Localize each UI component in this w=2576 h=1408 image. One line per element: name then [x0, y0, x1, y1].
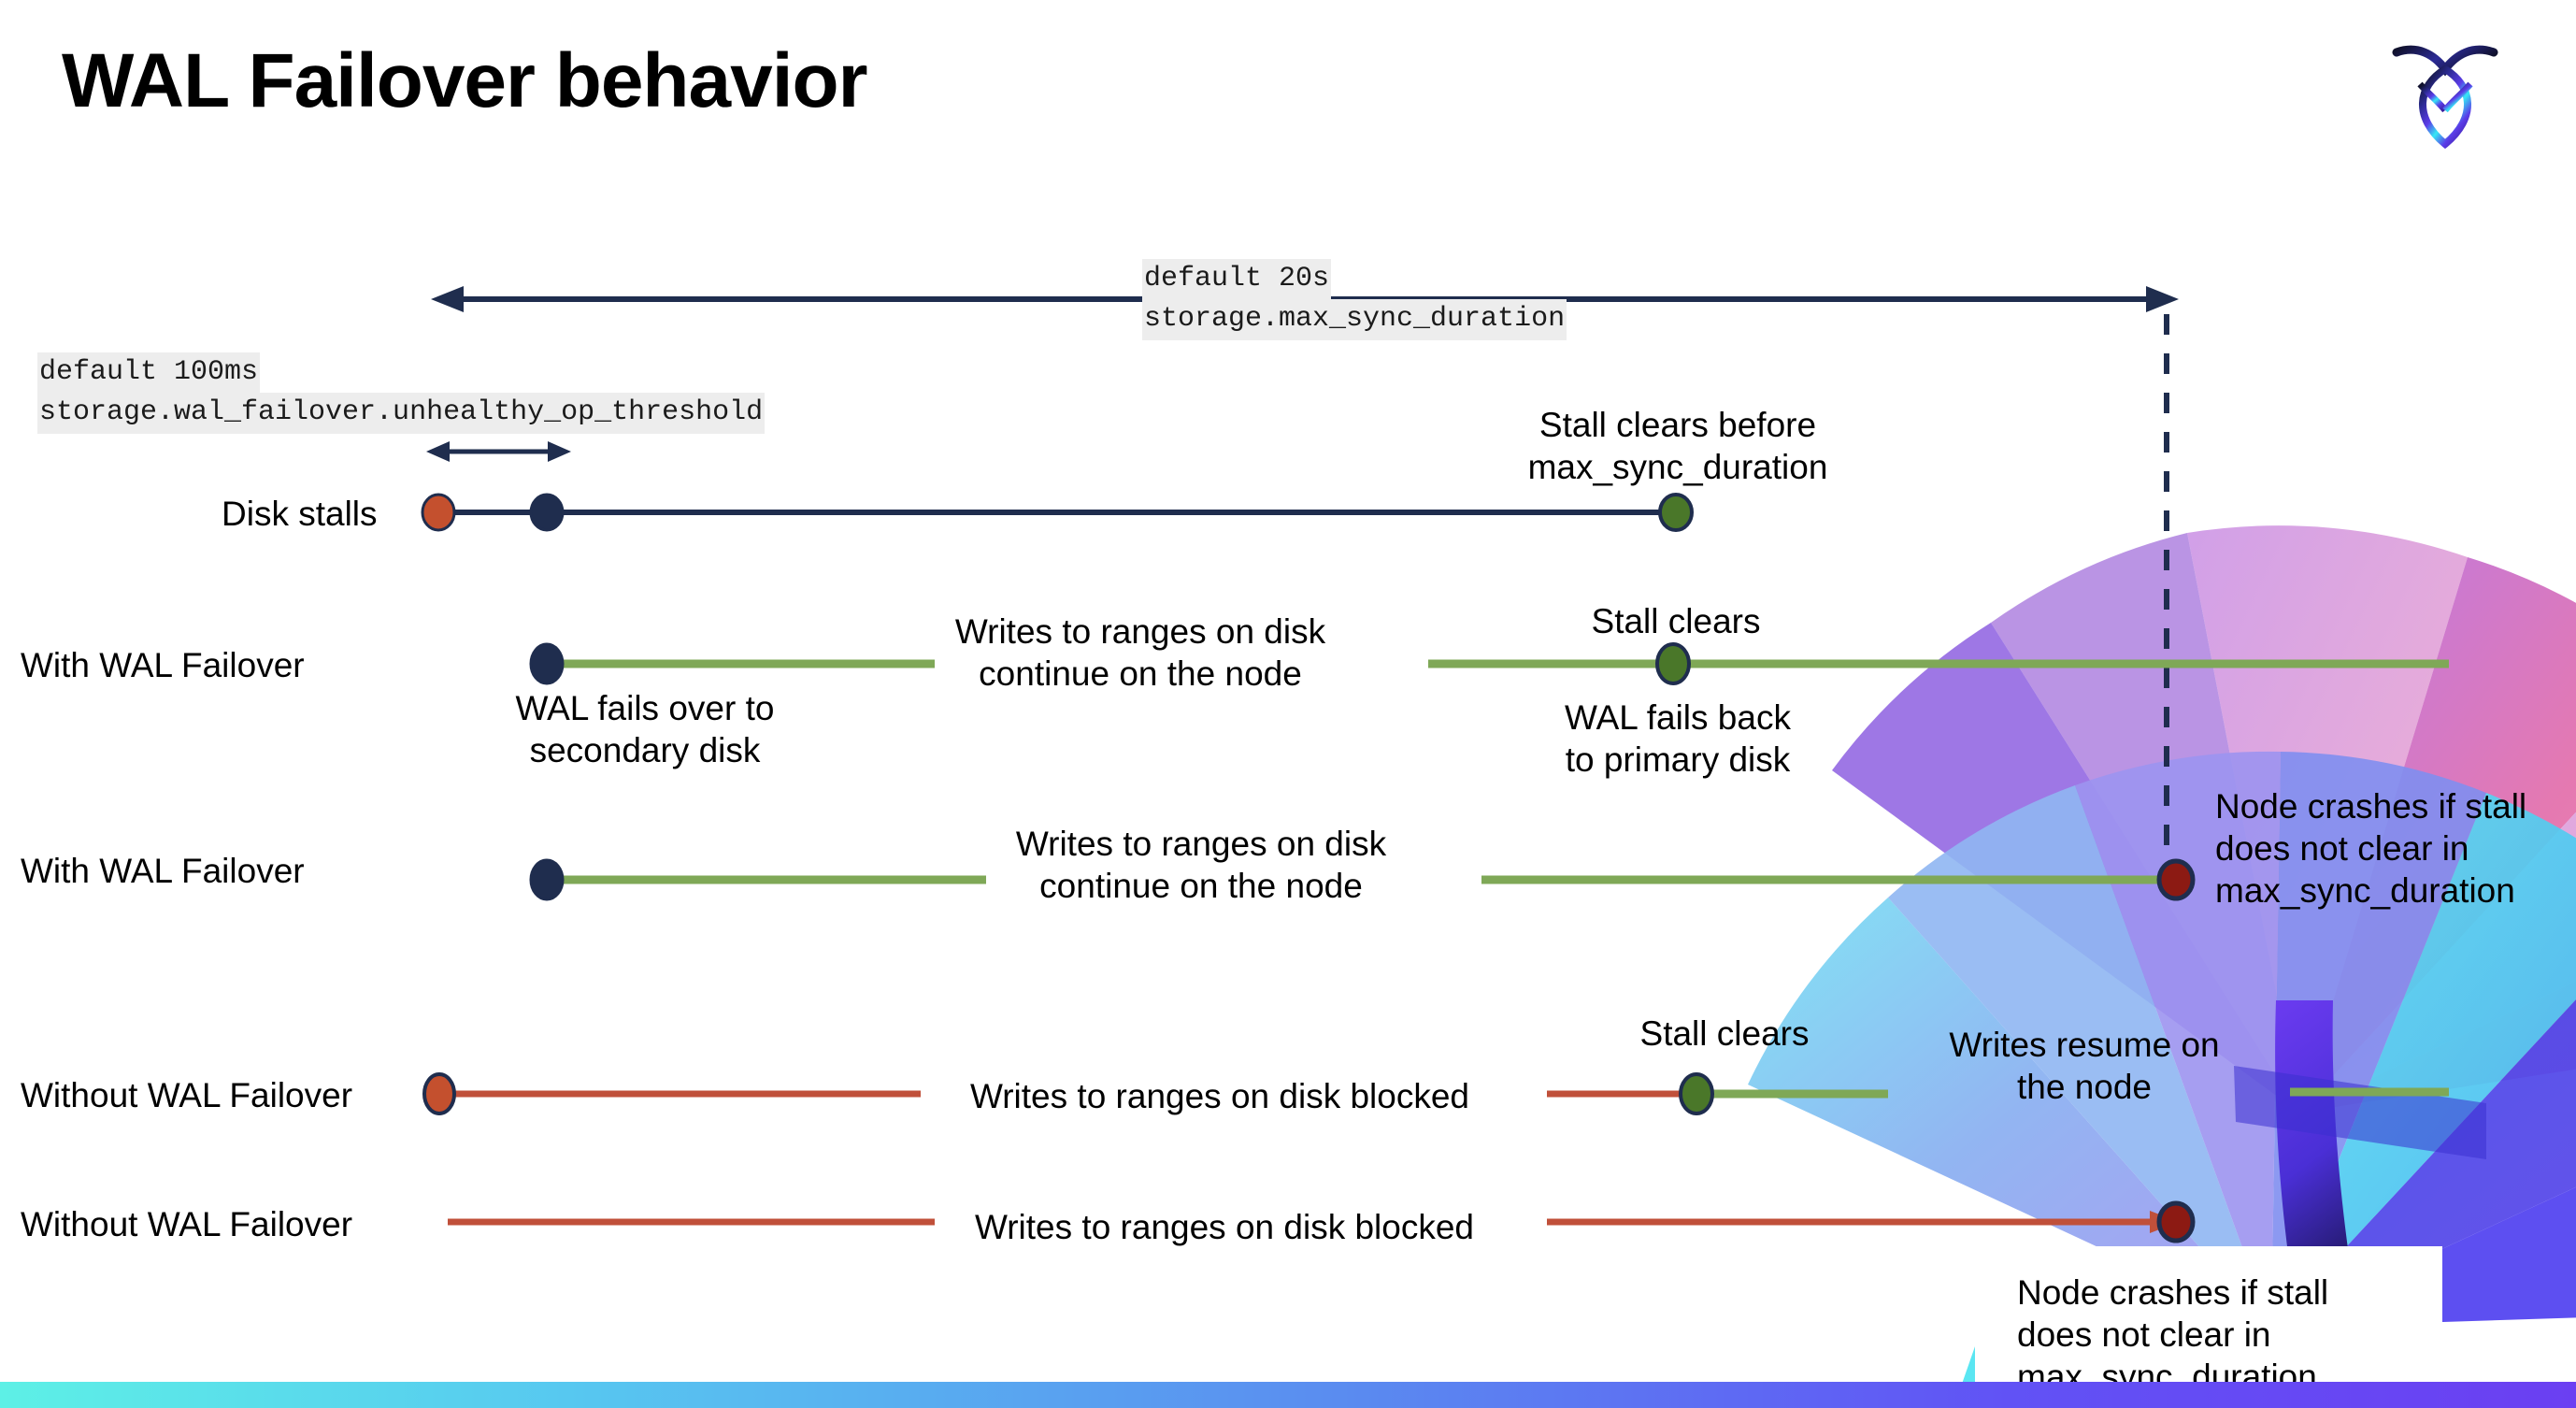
row-label-with-wal-failover-crash: With WAL Failover — [21, 852, 305, 890]
node-crash-callout-box — [1975, 1246, 2442, 1408]
note-writes-blocked-row4: Writes to ranges on disk blocked — [969, 1077, 1470, 1115]
note-writes-continue-row3: Writes to ranges on disk continue on the… — [1015, 825, 1387, 906]
note-stall-clears-row2: Stall clears — [1591, 602, 1761, 640]
timeline-row-disk-stalls — [421, 493, 1694, 532]
timeline-row-with-wal-failover-crash — [529, 858, 2196, 901]
stall-clears-marker — [1658, 493, 1694, 532]
row-label-without-wal-failover-crash: Without WAL Failover — [21, 1205, 353, 1243]
note-wal-fails-back-to-primary: WAL fails back to primary disk — [1565, 698, 1791, 780]
note-node-crashes-row5: Node crashes if stall does not clear in … — [2017, 1273, 2329, 1397]
row-label-without-wal-failover-clears: Without WAL Failover — [21, 1076, 353, 1114]
note-writes-resume-row4: Writes resume on the node — [1949, 1026, 2220, 1107]
max-sync-setting-label: storage.max_sync_duration — [1142, 299, 1567, 340]
wal-failover-start-marker — [529, 858, 565, 901]
node-crash-marker — [2156, 858, 2196, 901]
unhealthy-threshold-setting-label: storage.wal_failover.unhealthy_op_thresh… — [37, 393, 766, 434]
max-sync-default-label: default 20s — [1142, 259, 1332, 300]
row-label-disk-stalls: Disk stalls — [222, 495, 378, 533]
stall-start-marker — [421, 493, 456, 532]
stall-clears-marker — [1679, 1072, 1714, 1115]
note-writes-blocked-row5: Writes to ranges on disk blocked — [974, 1208, 1475, 1246]
node-crash-marker — [2156, 1200, 2196, 1243]
row-label-with-wal-failover-clears: With WAL Failover — [21, 646, 305, 684]
failover-trigger-marker — [529, 493, 565, 532]
note-wal-fails-over-to-secondary: WAL fails over to secondary disk — [515, 689, 775, 770]
page-title: WAL Failover behavior — [62, 38, 868, 123]
note-writes-continue-row2: Writes to ranges on disk continue on the… — [954, 612, 1326, 694]
timeline-row-with-wal-failover-clears — [529, 642, 2449, 685]
note-stall-clears-row4: Stall clears — [1639, 1014, 1810, 1053]
stall-start-marker — [422, 1072, 456, 1115]
unhealthy-threshold-default-label: default 100ms — [37, 352, 261, 394]
wal-failover-start-marker — [529, 642, 565, 685]
note-node-crashes-row3: Node crashes if stall does not clear in … — [2215, 787, 2527, 911]
timeline-row-without-wal-failover-crash — [448, 1200, 2196, 1243]
cockroachdb-logo-icon — [2389, 28, 2501, 150]
note-stall-clears-before-max-sync: Stall clears before max_sync_duration — [1527, 406, 1828, 487]
bottom-gradient-bar — [0, 1382, 2576, 1408]
timeline-row-without-wal-failover-clears — [422, 1072, 2449, 1115]
stall-clears-marker — [1655, 642, 1691, 685]
